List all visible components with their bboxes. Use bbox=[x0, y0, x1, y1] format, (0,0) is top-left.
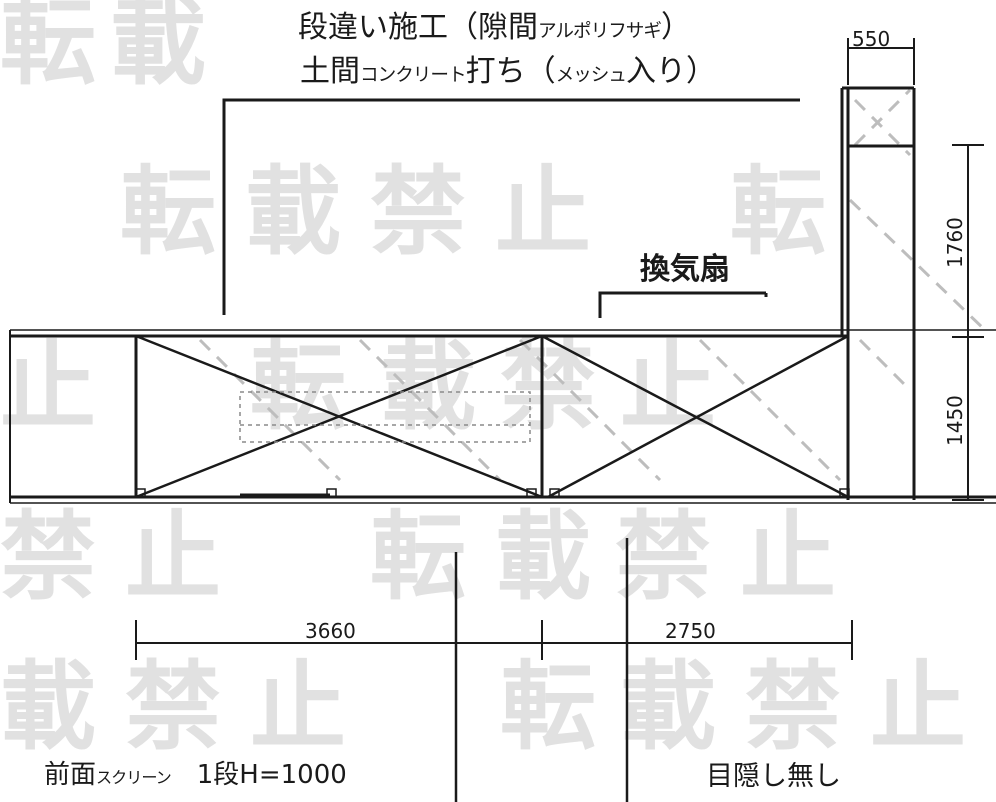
width-dimension bbox=[135, 620, 853, 660]
watermark-char: 載 bbox=[0, 651, 96, 763]
watermark-char: 禁 bbox=[745, 651, 841, 763]
watermark-char: 転 bbox=[120, 156, 216, 268]
front-screen-label: 前面スクリーン 1段H=1000 bbox=[44, 754, 347, 791]
carport-frame bbox=[9, 329, 996, 504]
watermark-char: 禁 bbox=[0, 501, 96, 613]
watermark-char: 転 bbox=[370, 501, 466, 613]
watermark-char: 止 bbox=[0, 331, 96, 443]
watermark-char: 載 bbox=[110, 0, 206, 98]
watermark-char: 転 bbox=[0, 0, 96, 98]
floor-note-main: 土間 bbox=[300, 54, 360, 89]
watermark-char: 止 bbox=[620, 331, 716, 443]
construction-note-main: 段違い施工（隙間 bbox=[298, 10, 538, 45]
reference-lines bbox=[454, 538, 629, 802]
dimension-label-upper-height: 1760 bbox=[943, 217, 967, 268]
dimension-label-lower-height: 1450 bbox=[943, 395, 967, 446]
watermark-char: 止 bbox=[250, 651, 346, 763]
construction-note-material: アルポリフサギ bbox=[538, 21, 662, 42]
watermark-char: 止 bbox=[870, 651, 966, 763]
ventilation-fan-label: 換気扇 bbox=[640, 252, 730, 287]
watermark-char: 禁 bbox=[370, 156, 466, 268]
building-outline bbox=[222, 86, 916, 500]
depth-dimension bbox=[847, 38, 915, 85]
watermark-char: 転 bbox=[730, 156, 826, 268]
front-screen-spec: 1段H=1000 bbox=[170, 760, 347, 790]
watermark-char: 載 bbox=[620, 651, 716, 763]
dimension-label-right: 2750 bbox=[665, 619, 716, 643]
watermark-char: 止 bbox=[125, 501, 221, 613]
watermark-char: 止 bbox=[495, 156, 591, 268]
no-screen-label: 目隠し無し bbox=[706, 761, 841, 792]
watermark-layer: 転 載 転 載 禁 止 転 止 転 載 禁 止 禁 止 転 載 禁 止 載 禁 … bbox=[0, 0, 966, 763]
watermark-char: 載 bbox=[495, 501, 591, 613]
watermark-char: 載 bbox=[380, 331, 476, 443]
watermark-char: 止 bbox=[740, 501, 836, 613]
front-screen-main: 前面 bbox=[44, 760, 97, 790]
front-screen-type: スクリーン bbox=[96, 768, 172, 787]
floor-note-mesh: メッシュ bbox=[555, 65, 627, 86]
watermark-char: 転 bbox=[500, 651, 596, 763]
watermark-char: 禁 bbox=[125, 651, 221, 763]
floor-note-material: コンクリート bbox=[360, 65, 467, 86]
watermark-char: 禁 bbox=[615, 501, 711, 613]
roof-hatching bbox=[198, 88, 987, 482]
dimension-label-depth: 550 bbox=[852, 27, 890, 51]
floor-note-mid: 打ち（ bbox=[465, 54, 556, 89]
construction-note-title: 段違い施工（隙間アルポリフサギ） bbox=[298, 2, 691, 46]
car-outline bbox=[239, 391, 531, 443]
construction-note-end: ） bbox=[660, 10, 691, 45]
height-dimension bbox=[952, 144, 984, 501]
dimension-label-left: 3660 bbox=[305, 619, 356, 643]
floor-note-title: 土間コンクリート打ち（メッシュ入り） bbox=[300, 46, 716, 90]
floor-note-end: 入り） bbox=[625, 54, 716, 89]
watermark-char: 載 bbox=[245, 156, 341, 268]
